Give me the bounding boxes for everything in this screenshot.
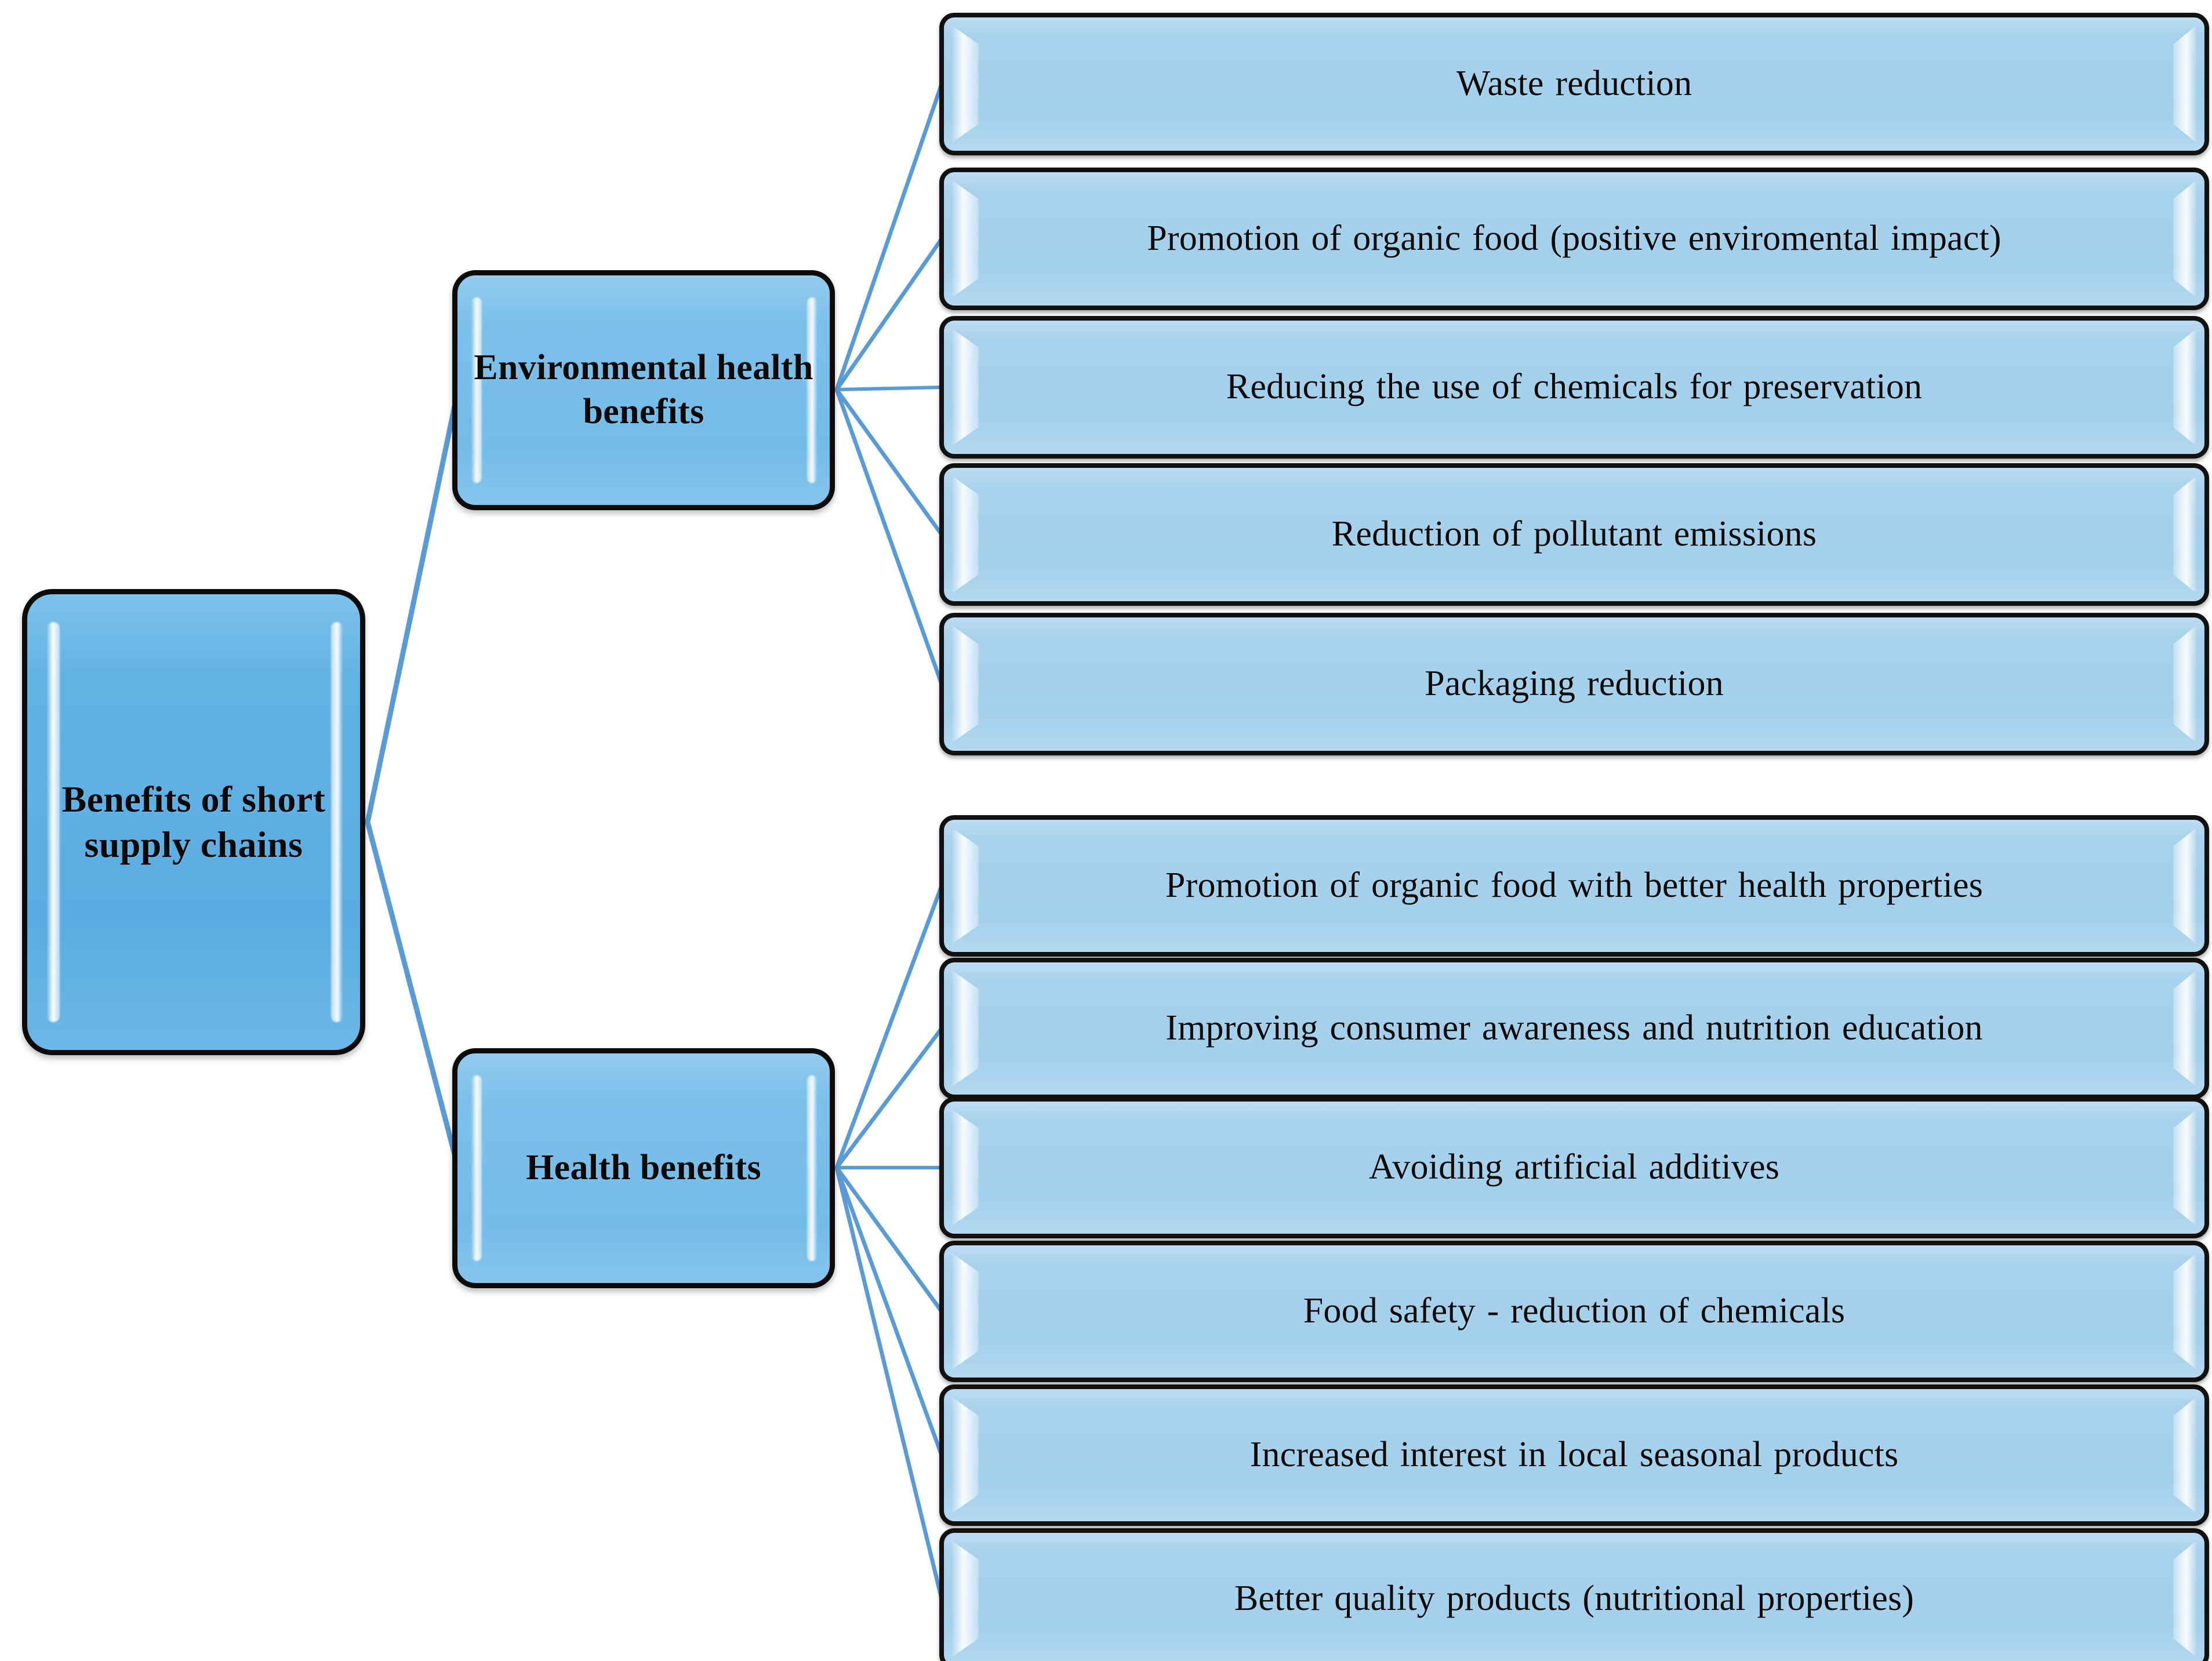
bevel-highlight-left [952, 971, 979, 1086]
edge-health-to-leaf-4 [834, 1165, 944, 1314]
bevel-highlight-left [471, 1075, 482, 1261]
bevel-highlight-right [2173, 476, 2196, 593]
bevel-highlight-right [2173, 1541, 2196, 1657]
branch-node-label: Health benefits [526, 1148, 761, 1188]
bevel-highlight-right [2173, 26, 2196, 143]
leaf-node-environmental-3[interactable]: Reducing the use of chemicals for preser… [939, 316, 2209, 459]
leaf-node-label: Increased interest in local seasonal pro… [1250, 1435, 1899, 1475]
bevel-highlight-right [2173, 1253, 2196, 1369]
bevel-highlight-left [952, 1110, 979, 1226]
bevel-highlight-right [2173, 1110, 2196, 1226]
leaf-node-environmental-4[interactable]: Reduction of pollutant emissions [939, 463, 2209, 606]
branch-node-environmental[interactable]: Environmental health benefits [452, 270, 835, 510]
leaf-node-health-5[interactable]: Increased interest in local seasonal pro… [939, 1384, 2209, 1526]
leaf-node-health-4[interactable]: Food safety - reduction of chemicals [939, 1241, 2209, 1382]
edge-health-to-leaf-2 [834, 1026, 944, 1170]
leaf-node-health-3[interactable]: Avoiding artificial additives [939, 1097, 2209, 1238]
bevel-highlight-right [807, 1075, 817, 1261]
edge-health-to-leaf-5 [834, 1165, 944, 1458]
leaf-node-health-2[interactable]: Improving consumer awareness and nutriti… [939, 958, 2209, 1099]
leaf-node-label: Reducing the use of chemicals for preser… [1226, 367, 1923, 407]
edge-environmental-to-leaf-3 [835, 386, 943, 391]
leaf-node-label: Avoiding artificial additives [1368, 1147, 1780, 1187]
leaf-node-health-1[interactable]: Promotion of organic food with better he… [939, 815, 2209, 957]
branch-node-label: Environmental health benefits [474, 348, 813, 431]
leaf-node-health-6[interactable]: Better quality products (nutritional pro… [939, 1528, 2209, 1661]
edge-root-to-health [365, 819, 461, 1171]
bevel-highlight-left [952, 26, 979, 143]
bevel-highlight-right [2173, 626, 2196, 743]
leaf-node-environmental-5[interactable]: Packaging reduction [939, 613, 2209, 755]
bevel-highlight-right [2173, 329, 2196, 446]
bevel-highlight-right [2173, 1397, 2196, 1513]
bevel-highlight-left [952, 626, 979, 743]
edge-environmental-to-leaf-1 [834, 82, 944, 392]
bevel-highlight-right [2173, 971, 2196, 1086]
bevel-highlight-left [952, 329, 979, 446]
leaf-node-label: Better quality products (nutritional pro… [1234, 1579, 1915, 1619]
leaf-node-label: Packaging reduction [1425, 664, 1724, 704]
bevel-highlight-right [2173, 180, 2196, 297]
leaf-node-label: Food safety - reduction of chemicals [1303, 1291, 1846, 1331]
leaf-node-label: Reduction of pollutant emissions [1331, 514, 1817, 554]
bevel-highlight-left [952, 1541, 979, 1657]
edge-root-to-environmental [365, 387, 461, 825]
leaf-node-label: Improving consumer awareness and nutriti… [1165, 1008, 1983, 1048]
edge-health-to-leaf-6 [834, 1165, 944, 1601]
leaf-node-environmental-2[interactable]: Promotion of organic food (positive envi… [939, 168, 2209, 310]
leaf-node-environmental-1[interactable]: Waste reduction [939, 13, 2209, 155]
bevel-highlight-left [952, 180, 979, 297]
root-node[interactable]: Benefits of short supply chains [22, 589, 365, 1055]
leaf-node-label: Promotion of organic food (positive envi… [1147, 219, 2002, 259]
bevel-highlight-left [952, 1397, 979, 1513]
bevel-highlight-left [952, 828, 979, 944]
edge-environmental-to-leaf-5 [834, 387, 944, 686]
leaf-node-label: Promotion of organic food with better he… [1165, 866, 1984, 906]
edge-environmental-to-leaf-2 [834, 237, 944, 392]
edge-environmental-to-leaf-4 [834, 387, 944, 537]
bevel-highlight-right [2173, 828, 2196, 944]
bevel-highlight-left [952, 1253, 979, 1369]
root-node-label: Benefits of short supply chains [61, 778, 326, 865]
bevel-highlight-left [952, 476, 979, 593]
edge-health-to-leaf-1 [834, 884, 944, 1170]
branch-node-health[interactable]: Health benefits [452, 1048, 835, 1288]
leaf-node-label: Waste reduction [1456, 64, 1692, 104]
